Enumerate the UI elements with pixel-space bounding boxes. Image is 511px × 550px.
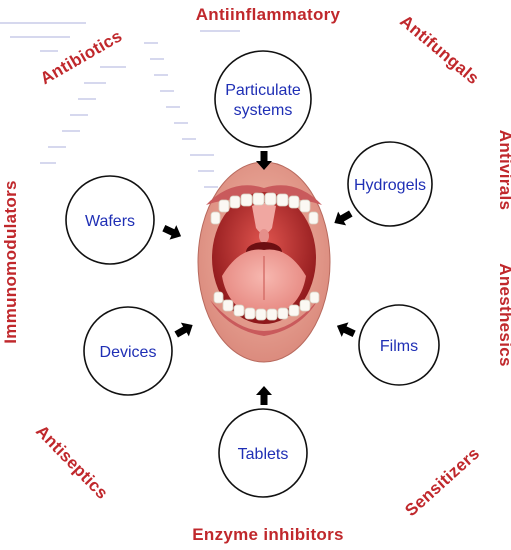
- dosage-form-hydrogels: Hydrogels: [347, 141, 433, 227]
- arrow-wafers: [162, 225, 182, 240]
- dosage-form-devices: Devices: [83, 306, 173, 396]
- dosage-form-label: Tablets: [238, 446, 289, 463]
- arrow-hydrogels: [334, 210, 353, 226]
- dosage-form-circle: [83, 306, 173, 396]
- drug-class-anesthesics: Anesthesics: [496, 263, 511, 366]
- arrow-particulate: [256, 151, 272, 170]
- dosage-form-films: Films: [358, 304, 440, 386]
- dosage-form-label: Wafers: [85, 213, 135, 230]
- dosage-form-label: Particulate: [225, 82, 301, 99]
- drug-class-antivirals: Antivirals: [496, 130, 511, 210]
- drug-class-sensitizers: Sensitizers: [401, 444, 483, 520]
- dosage-form-circle: [65, 175, 155, 265]
- mouth-illustration: [197, 161, 331, 363]
- drug-class-immunomodulators: Immunomodulators: [1, 180, 20, 343]
- dosage-form-particulate: Particulate systems: [214, 50, 312, 148]
- drug-class-enzyme-inhibitors: Enzyme inhibitors: [192, 525, 344, 544]
- drug-class-antibiotics: Antibiotics: [37, 26, 125, 88]
- drug-class-antiseptics: Antiseptics: [32, 421, 112, 502]
- dosage-form-label: Hydrogels: [354, 177, 426, 194]
- dosage-form-label: systems: [234, 102, 293, 119]
- drug-class-antiinflammatory: Antiinflammatory: [196, 5, 341, 24]
- dosage-form-tablets: Tablets: [218, 408, 308, 498]
- dosage-form-circle: [218, 408, 308, 498]
- dosage-form-label: Films: [380, 338, 418, 355]
- dosage-form-wafers: Wafers: [65, 175, 155, 265]
- arrow-layer: [162, 151, 356, 405]
- dosage-form-circle: [347, 141, 433, 227]
- dosage-form-circle: [214, 50, 312, 148]
- dosage-form-circle: [358, 304, 440, 386]
- arrow-films: [336, 322, 356, 337]
- arrow-tablets: [256, 386, 272, 405]
- drug-class-antifungals: Antifungals: [396, 11, 482, 88]
- arrow-devices: [174, 322, 193, 338]
- background-texture: [0, 22, 240, 188]
- dosage-form-label: Devices: [100, 344, 157, 361]
